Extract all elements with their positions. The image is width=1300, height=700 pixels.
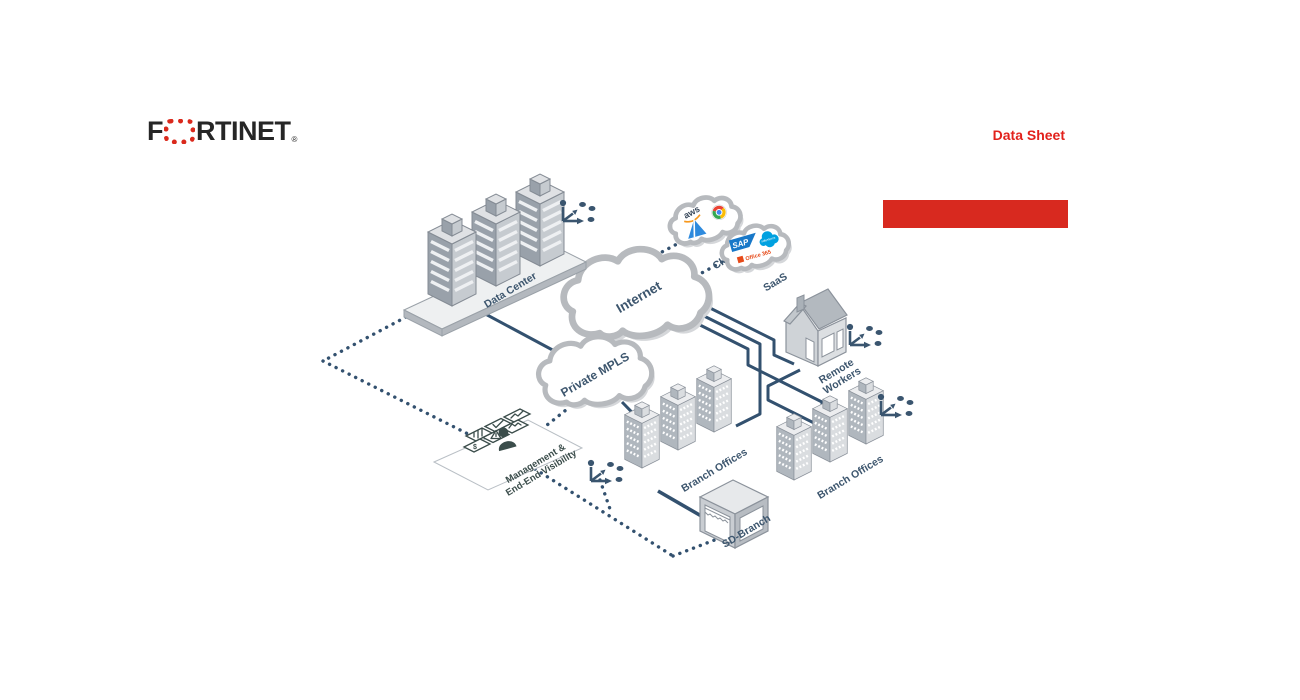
- fortinet-logo-rtinet: RTINET: [196, 116, 291, 146]
- private-mpls-cloud: Private MPLS: [535, 331, 658, 415]
- saas-label: SaaS: [761, 271, 789, 295]
- multipath-icon: [845, 322, 884, 350]
- sd-branch-store: SD-Branch: [698, 479, 773, 551]
- fortinet-logo-f: F: [147, 116, 164, 146]
- registered-mark: ®: [291, 135, 298, 144]
- fortinet-logo-o-icon: [164, 118, 195, 144]
- doc-type-label: Data Sheet: [992, 127, 1065, 143]
- svg-text:$: $: [473, 444, 477, 451]
- azure-icon: [688, 219, 707, 239]
- red-banner: [883, 200, 1068, 228]
- person-icon: [498, 427, 517, 452]
- branch-offices-2: Branch Offices: [776, 377, 886, 502]
- building-tower: [848, 377, 884, 444]
- management-tile-icons: $: [463, 408, 531, 453]
- chrome-icon: [711, 204, 727, 221]
- building-tower: [812, 395, 848, 462]
- building-tower: [472, 194, 520, 286]
- fortinet-logo: F RTINET ®: [147, 118, 297, 145]
- salesforce-logo: salesforce: [759, 231, 779, 248]
- building-tower: [696, 365, 732, 432]
- internet-cloud: Internet: [559, 242, 717, 349]
- building-tower: [776, 413, 812, 480]
- svg-text:salesforce: salesforce: [761, 236, 776, 244]
- data-center: Data Center: [402, 174, 588, 337]
- building-tower: [428, 214, 476, 306]
- remote-workers-house: Remote Workers: [783, 288, 863, 397]
- multipath-icon: [586, 458, 625, 486]
- building-tower: [660, 383, 696, 450]
- building-tower: [516, 174, 564, 266]
- multipath-icon: [558, 198, 597, 226]
- sap-logo: SAP: [728, 232, 756, 253]
- management-panel: $ Management & End-End Visibility: [432, 408, 584, 499]
